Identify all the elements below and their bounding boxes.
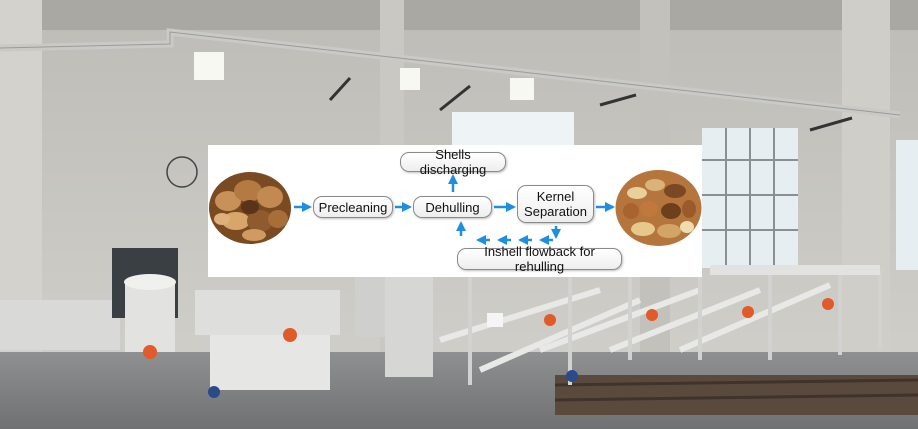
dehulling-box: Dehulling [413, 196, 492, 218]
lamp [194, 52, 224, 80]
motor [544, 314, 556, 326]
mixed-nuts-in-shell-image [209, 172, 291, 244]
motor [143, 345, 157, 359]
window [896, 140, 918, 270]
lamp [400, 68, 420, 90]
machine [439, 282, 832, 373]
precleaning-box: Precleaning [313, 196, 393, 218]
window [702, 128, 798, 268]
lamp [510, 78, 534, 100]
machine [195, 290, 340, 335]
motor [283, 328, 297, 342]
inshell-flowback-box: Inshell flowback for rehulling [457, 244, 622, 274]
inshell-flowback-label: Inshell flowback for rehulling [484, 244, 595, 274]
flowchart-panel: Shells discharging Precleaning Dehulling… [208, 145, 702, 277]
flow-arrows [294, 174, 615, 245]
motor [646, 309, 658, 321]
machine [125, 280, 175, 352]
kernel-label-line2: Separation [524, 204, 587, 219]
precleaning-label: Precleaning [318, 199, 388, 215]
shells-discharging-box: Shells discharging [400, 147, 506, 177]
motor [742, 306, 754, 318]
window [452, 112, 574, 146]
dehulling-label: Dehulling [425, 199, 480, 215]
motor [822, 298, 834, 310]
shells-discharging-label: Shells discharging [419, 147, 487, 177]
kernel-label-line1: Kernel [536, 189, 575, 204]
kernel-separation-box: Kernel Separation [517, 185, 594, 223]
pillar [842, 0, 890, 360]
machine [385, 277, 433, 377]
shelled-nut-kernels-image [615, 170, 702, 246]
machine [210, 335, 330, 390]
machine [0, 300, 120, 350]
machine [355, 277, 385, 337]
